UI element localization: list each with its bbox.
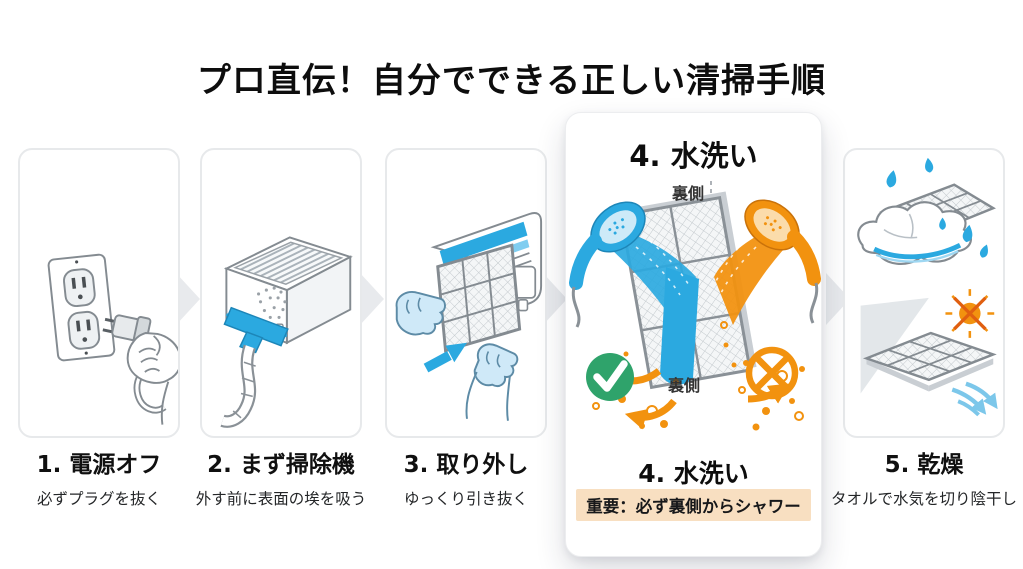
shower-filter-back-side-illustration: 裏側 裏側 xyxy=(569,181,821,431)
step-caption: ゆっくり引き抜く xyxy=(403,489,528,508)
power-plug-icon xyxy=(102,314,152,346)
towel-dry-shade-illustration xyxy=(857,157,998,417)
wall-outlet-icon xyxy=(47,253,116,362)
ac-vent-grille xyxy=(233,241,344,286)
step-label: 3. 取り外し xyxy=(403,452,529,478)
step-label: 5. 乾燥 xyxy=(884,452,964,478)
step-label: 4. 水洗い xyxy=(638,459,749,488)
filter-panel-flat xyxy=(862,331,997,392)
step-1-text: 1. 電源オフ 必ずプラグを抜く xyxy=(0,452,200,509)
crossed-sun-icon xyxy=(945,289,995,338)
step-caption: 外す前に表面の埃を吸う xyxy=(195,489,367,508)
towel-icon xyxy=(857,201,972,265)
vacuum-ac-surface-illustration xyxy=(220,236,353,428)
step-caption: 必ずプラグを抜く xyxy=(36,489,161,508)
step-caption: タオルで水気を切り陰干し xyxy=(830,489,1017,508)
chevron-right-icon xyxy=(360,273,384,325)
step-3-text: 3. 取り外し ゆっくり引き抜く xyxy=(365,452,567,509)
step-5-text: 5. 乾燥 タオルで水気を切り陰干し xyxy=(823,452,1023,509)
blue-spray xyxy=(606,230,699,385)
orange-spray xyxy=(713,231,784,325)
step-card-3 xyxy=(385,148,547,438)
step-label: 2. まず掃除機 xyxy=(207,452,355,478)
page-title: プロ直伝！自分でできる正しい清掃手順 xyxy=(196,60,827,101)
featured-step-title: 4. 水洗い xyxy=(629,139,758,173)
dust-particles xyxy=(257,286,287,319)
shower-head-blue-icon xyxy=(569,201,646,328)
airflow-arrows xyxy=(951,381,998,417)
hand-icon xyxy=(465,343,519,421)
important-note: 重要：必ず裏側からシャワー xyxy=(576,489,811,521)
pull-direction-arrow xyxy=(423,342,467,373)
filter-panel xyxy=(436,243,522,353)
hand-icon xyxy=(126,331,178,425)
step-card-2 xyxy=(200,148,362,438)
back-side-label-bottom: 裏側 xyxy=(667,376,700,395)
remove-filter-illustration xyxy=(395,212,543,421)
step-label: 1. 電源オフ xyxy=(36,452,162,478)
step-card-1 xyxy=(18,148,180,438)
hand-icon xyxy=(395,291,446,336)
shower-head-orange-icon xyxy=(744,199,821,324)
ac-open-slot xyxy=(439,221,528,265)
water-drop-icon xyxy=(886,157,988,258)
unplug-power-cord-illustration xyxy=(47,253,178,425)
step-card-4-featured: 4. 水洗い xyxy=(565,112,822,557)
step-card-5 xyxy=(843,148,1005,438)
step-2-text: 2. まず掃除機 外す前に表面の埃を吸う xyxy=(180,452,382,509)
shade-shadow xyxy=(860,297,929,394)
vacuum-nozzle-icon xyxy=(220,306,289,428)
back-side-label-top: 裏側 xyxy=(671,184,704,203)
prohibited-circle-icon xyxy=(745,346,799,400)
check-circle-icon xyxy=(586,353,634,401)
important-note-wrap: 重要：必ず裏側からシャワー xyxy=(566,489,821,521)
